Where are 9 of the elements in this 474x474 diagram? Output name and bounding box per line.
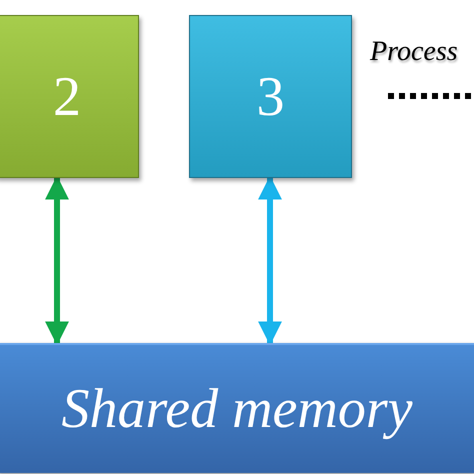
memory-bar (0, 343, 474, 473)
process-box (189, 15, 352, 178)
double-arrow (45, 176, 69, 346)
process-box (0, 15, 139, 178)
node-label: 2 (53, 68, 81, 124)
caption-text: Process (370, 38, 458, 66)
double-arrow (258, 176, 282, 346)
node-label: Shared memory (62, 381, 412, 437)
node-label: 3 (256, 68, 284, 124)
